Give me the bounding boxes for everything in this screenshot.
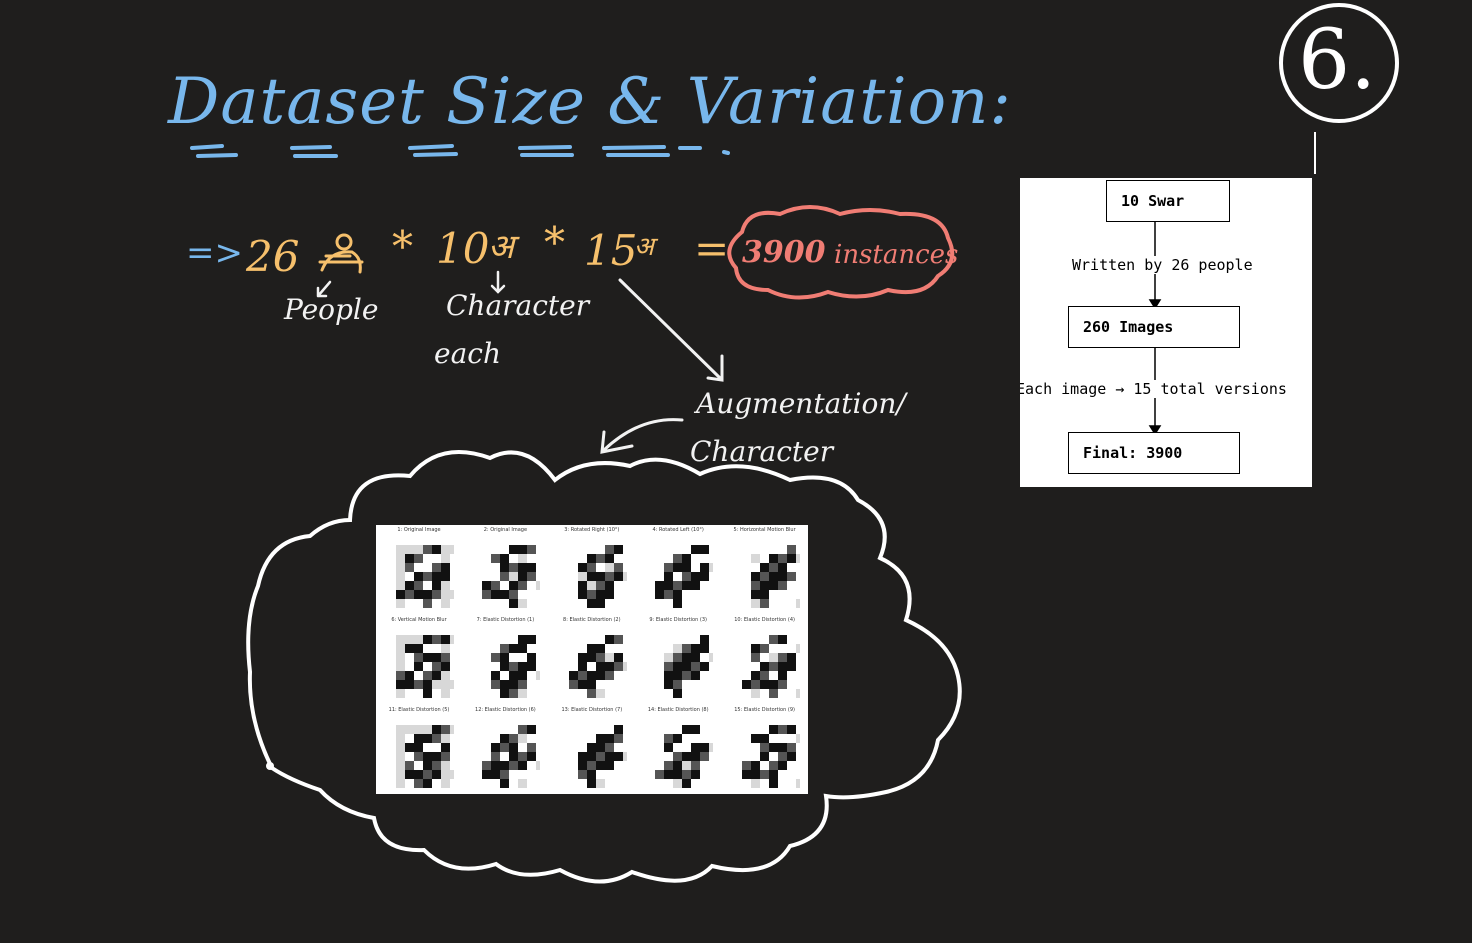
augmentation-label: 13: Elastic Distortion (7) bbox=[561, 707, 623, 713]
slide-number-circle bbox=[1279, 3, 1399, 123]
augmented-character-image bbox=[741, 545, 800, 608]
people-arrow bbox=[316, 280, 332, 298]
augmentation-cell: 12: Elastic Distortion (6) bbox=[462, 705, 548, 794]
augmentation-grid: 1: Original Image 2: Original Image 3: Rot… bbox=[376, 525, 808, 794]
augmentation-label: 3: Rotated Right (10°) bbox=[564, 527, 620, 533]
augmented-character-image bbox=[741, 725, 800, 788]
flow-edge-written: Written by 26 people bbox=[1072, 256, 1253, 274]
flow-arrowhead-1 bbox=[1148, 299, 1162, 310]
flowchart: 10 Swar Written by 26 people 260 Images … bbox=[1020, 178, 1312, 487]
result-cloud bbox=[727, 205, 955, 300]
character-count: 10 bbox=[436, 224, 490, 273]
slide-number: 6. bbox=[1298, 13, 1377, 108]
augmentation-label: 15: Elastic Distortion (9) bbox=[734, 707, 795, 713]
each-note: each bbox=[434, 337, 501, 370]
result-unit: instances bbox=[834, 240, 959, 270]
flow-edge-versions: Each image → 15 total versions bbox=[1020, 380, 1287, 398]
augmentation-label: 6: Vertical Motion Blur bbox=[391, 617, 447, 623]
augmentation-label: 1: Original Image bbox=[397, 527, 441, 533]
augmentation-cell: 2: Original Image bbox=[462, 525, 548, 615]
augmentation-cell: 13: Elastic Distortion (7) bbox=[549, 705, 635, 794]
augmentation-cell: 15: Elastic Distortion (9) bbox=[722, 705, 808, 794]
augmentation-cell: 10: Elastic Distortion (4) bbox=[722, 615, 808, 705]
augmented-character-image bbox=[568, 545, 627, 608]
augmentation-character-note: Character bbox=[690, 435, 834, 468]
person-icon bbox=[318, 233, 364, 274]
augmentation-cell: 5: Horizontal Motion Blur bbox=[722, 525, 808, 615]
augmentation-cell: 14: Elastic Distortion (8) bbox=[635, 705, 721, 794]
augmentation-label: 11: Elastic Distortion (5) bbox=[388, 707, 450, 713]
flow-arrowhead-2 bbox=[1148, 425, 1162, 436]
augmented-character-image bbox=[655, 725, 714, 788]
augmentation-label: 14: Elastic Distortion (8) bbox=[647, 707, 709, 713]
implies-symbol: => bbox=[186, 233, 243, 273]
result-value: 3900 bbox=[742, 235, 826, 270]
augmentation-cell: 7: Elastic Distortion (1) bbox=[462, 615, 548, 705]
augmented-character-image bbox=[482, 635, 541, 698]
people-note: People bbox=[284, 293, 379, 326]
augmentation-label: 8: Elastic Distortion (2) bbox=[563, 617, 621, 623]
augmentation-cell: 8: Elastic Distortion (2) bbox=[549, 615, 635, 705]
augmentation-label: 2: Original Image bbox=[483, 527, 528, 533]
augmented-character-image bbox=[396, 635, 454, 698]
character-glyph: अ bbox=[488, 227, 514, 267]
augmented-character-image bbox=[568, 635, 627, 698]
augmented-character-image bbox=[568, 725, 627, 788]
augmentation-label: 12: Elastic Distortion (6) bbox=[475, 707, 536, 713]
times-symbol-2: * bbox=[544, 218, 565, 267]
augmentation-cell: 6: Vertical Motion Blur bbox=[376, 615, 462, 705]
page-title: Dataset Size & Variation: bbox=[168, 65, 1012, 139]
augmentation-count: 15 bbox=[584, 226, 638, 275]
augmentation-label: 7: Elastic Distortion (1) bbox=[476, 617, 535, 623]
augmentation-cell: 9: Elastic Distortion (3) bbox=[635, 615, 721, 705]
title-underline bbox=[190, 144, 730, 158]
augmented-character-image bbox=[655, 635, 714, 698]
flow-node-swar: 10 Swar bbox=[1106, 180, 1230, 222]
flow-node-images: 260 Images bbox=[1068, 306, 1240, 348]
augmentation-cloud bbox=[246, 450, 962, 884]
augmented-character-image bbox=[396, 545, 454, 608]
flow-node-final: Final: 3900 bbox=[1068, 432, 1240, 474]
augmentation-arrow bbox=[618, 278, 724, 382]
augmentation-label: 9: Elastic Distortion (3) bbox=[649, 617, 707, 623]
augmentation-glyph: अ bbox=[634, 232, 654, 262]
augmentation-cell: 11: Elastic Distortion (5) bbox=[376, 705, 462, 794]
cloud-arrow bbox=[600, 418, 684, 454]
character-note: Character bbox=[446, 289, 590, 322]
augmentation-label: 10: Elastic Distortion (4) bbox=[734, 617, 795, 623]
augmentation-cell: 3: Rotated Right (10°) bbox=[549, 525, 635, 615]
equals-symbol: = bbox=[694, 224, 730, 273]
augmented-character-image bbox=[482, 725, 541, 788]
augmented-character-image bbox=[396, 725, 454, 788]
augmentation-label: 5: Horizontal Motion Blur bbox=[733, 527, 796, 533]
augmentation-cell: 4: Rotated Left (10°) bbox=[635, 525, 721, 615]
augmented-character-image bbox=[741, 635, 800, 698]
augmentation-note: Augmentation/ bbox=[696, 387, 906, 420]
augmented-character-image bbox=[655, 545, 714, 608]
people-count: 26 bbox=[246, 232, 300, 281]
times-symbol-1: * bbox=[392, 222, 413, 271]
augmented-character-image bbox=[482, 545, 541, 608]
augmentation-label: 4: Rotated Left (10°) bbox=[652, 527, 704, 533]
augmentation-cell: 1: Original Image bbox=[376, 525, 462, 615]
character-arrow bbox=[490, 270, 506, 294]
